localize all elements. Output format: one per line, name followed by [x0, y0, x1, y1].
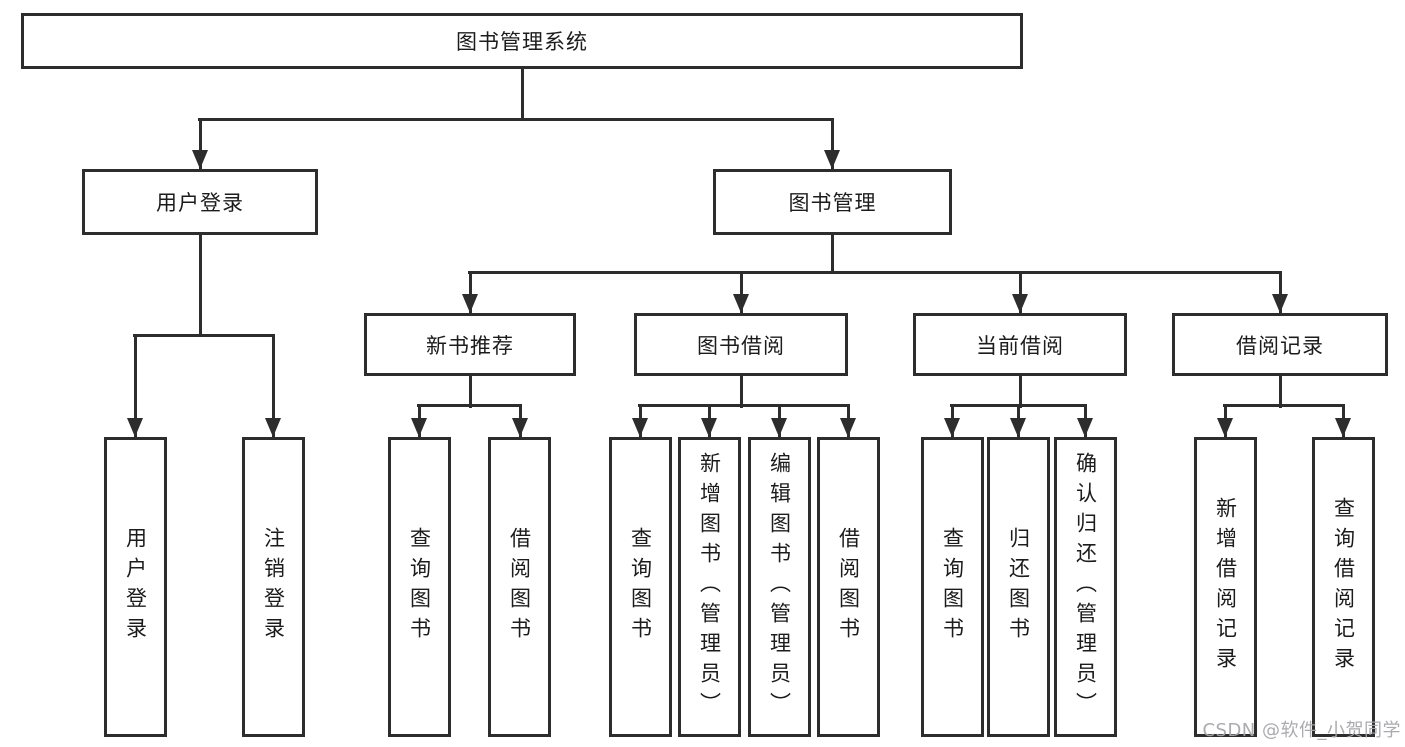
node-label: 图书管理系统 — [456, 30, 588, 54]
node-label: 新增借阅记录 — [1213, 497, 1238, 677]
arrowhead — [127, 418, 143, 437]
connector-line — [198, 231, 202, 337]
leaf-query-books-borrowing: 查询图书 — [608, 437, 672, 737]
arrowhead — [1272, 294, 1288, 313]
connector-line — [133, 334, 137, 438]
arrowhead — [192, 150, 208, 169]
connector-line — [830, 118, 834, 170]
node-label: 查询图书 — [628, 527, 653, 647]
node-label: 确认归还（管理员） — [1073, 452, 1098, 722]
node-label: 查询图书 — [407, 527, 432, 647]
node-new-book-recommendation: 新书推荐 — [364, 313, 576, 376]
arrowhead — [265, 418, 281, 437]
connector-line — [1018, 271, 1022, 313]
connector-line — [739, 374, 743, 408]
node-book-management: 图书管理 — [713, 169, 952, 235]
connector-line — [198, 118, 834, 121]
connector-line — [417, 404, 521, 407]
connector-line — [468, 374, 472, 408]
arrowhead — [1335, 418, 1351, 437]
leaf-query-books-recommend: 查询图书 — [387, 437, 451, 737]
connector-line — [198, 118, 202, 170]
connector-line — [638, 404, 849, 407]
arrowhead — [701, 418, 717, 437]
connector-line — [1278, 374, 1282, 408]
node-user-login: 用户登录 — [82, 169, 318, 235]
connector-line — [1018, 374, 1022, 408]
leaf-borrow-book-borrowing: 借阅图书 — [816, 437, 880, 737]
arrowhead — [771, 418, 787, 437]
arrowhead — [411, 418, 427, 437]
node-label: 用户登录 — [156, 191, 244, 215]
arrowhead — [632, 418, 648, 437]
connector-line — [520, 67, 524, 120]
node-label: 归还图书 — [1006, 527, 1031, 647]
watermark: CSDN @软件_小贺同学 — [1202, 720, 1401, 741]
connector-line — [1278, 271, 1282, 313]
leaf-add-book-admin: 新增图书（管理员） — [677, 437, 741, 737]
node-label: 借阅图书 — [507, 527, 532, 647]
arrowhead — [1077, 418, 1093, 437]
leaf-return-book: 归还图书 — [986, 437, 1050, 737]
node-label: 用户登录 — [123, 527, 148, 647]
arrowhead — [1012, 294, 1028, 313]
connector-line — [133, 334, 274, 337]
connector-line — [468, 271, 472, 313]
leaf-edit-book-admin: 编辑图书（管理员） — [747, 437, 811, 737]
node-label: 注销登录 — [261, 527, 286, 647]
arrowhead — [512, 418, 528, 437]
node-label: 图书管理 — [788, 191, 877, 215]
node-label: 借阅记录 — [1236, 333, 1324, 358]
connector-line — [468, 271, 1281, 274]
node-label: 新增图书（管理员） — [697, 452, 722, 722]
arrowhead — [733, 294, 749, 313]
arrowhead — [1010, 418, 1026, 437]
arrowhead — [944, 418, 960, 437]
connector-line — [1223, 404, 1344, 407]
connector-line — [739, 271, 743, 313]
leaf-add-borrow-record: 新增借阅记录 — [1193, 437, 1257, 737]
leaf-logout: 注销登录 — [241, 437, 305, 737]
node-label: 新书推荐 — [426, 333, 514, 358]
arrowhead — [462, 294, 478, 313]
node-borrowing-records: 借阅记录 — [1172, 313, 1388, 376]
node-label: 查询图书 — [940, 527, 965, 647]
arrowhead — [1217, 418, 1233, 437]
node-label: 查询借阅记录 — [1331, 497, 1356, 677]
node-label: 当前借阅 — [976, 333, 1064, 358]
leaf-query-books-current: 查询图书 — [920, 437, 984, 737]
leaf-borrow-book-recommend: 借阅图书 — [487, 437, 551, 737]
connector-line — [830, 232, 834, 274]
leaf-user-login: 用户登录 — [103, 437, 167, 737]
node-root: 图书管理系统 — [21, 13, 1023, 69]
node-label: 编辑图书（管理员） — [767, 452, 792, 722]
arrowhead — [824, 150, 840, 169]
node-current-borrowing: 当前借阅 — [913, 313, 1127, 376]
node-label: 图书借阅 — [697, 333, 785, 358]
node-label: 借阅图书 — [836, 527, 861, 647]
arrowhead — [840, 418, 856, 437]
connector-line — [271, 334, 275, 438]
leaf-query-borrow-record: 查询借阅记录 — [1311, 437, 1375, 737]
leaf-confirm-return-admin: 确认归还（管理员） — [1053, 437, 1117, 737]
node-book-borrowing: 图书借阅 — [634, 313, 848, 376]
